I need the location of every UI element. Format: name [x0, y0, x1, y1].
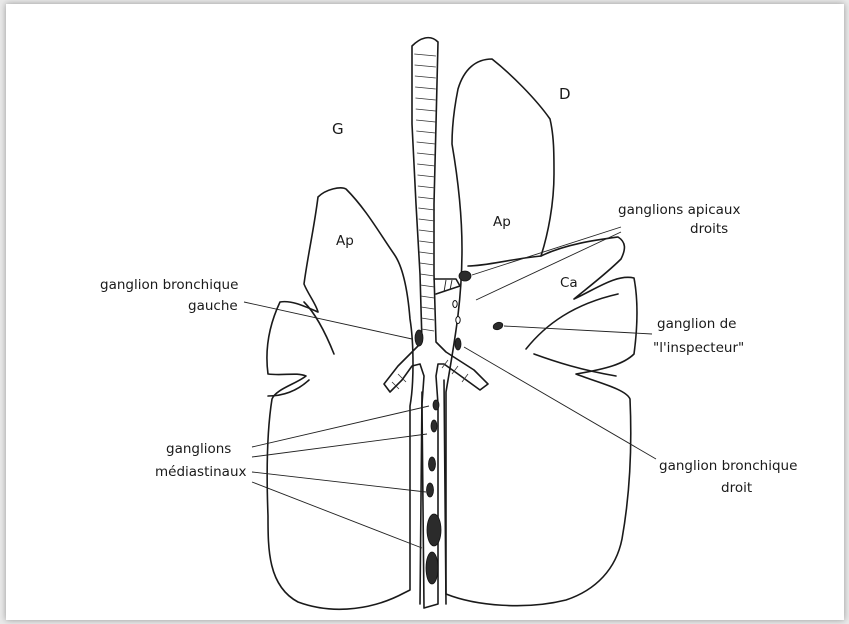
label-apex-right: Ap [493, 214, 511, 230]
label-ganglion-inspecteur-1: ganglion de [657, 316, 736, 332]
node-apical-right [459, 271, 471, 281]
trachea-ring [421, 296, 435, 298]
trachea-ring [418, 197, 435, 199]
left-lower-fissure [268, 380, 309, 396]
trachea-ring [421, 318, 434, 320]
label-ca: Ca [560, 275, 578, 291]
anatomy-diagram: G D Ap Ap Ca ganglions apicaux droits ga… [6, 4, 844, 620]
trachea-ring [417, 153, 435, 155]
trachea-ring [417, 164, 435, 166]
node-small-right-1 [453, 301, 457, 308]
trachea-ring [414, 54, 436, 56]
label-lobe-left: G [332, 120, 344, 138]
trachea-ring [420, 263, 435, 265]
label-ganglions-mediastinaux-1: ganglions [166, 441, 231, 457]
trachea-ring [420, 252, 435, 254]
label-ganglions-mediastinaux-2: médiastinaux [155, 464, 247, 480]
right-lower-fissure [534, 354, 616, 376]
trachea-ring [420, 274, 434, 276]
left-fissure [304, 302, 334, 354]
trachea-ring [416, 131, 435, 133]
label-ganglion-bronchique-gauche-1: ganglion bronchique [100, 277, 238, 293]
node-bronchique-gauche [415, 330, 423, 346]
node-bronchique-droit [455, 338, 461, 350]
node-inspecteur [492, 321, 504, 331]
label-ganglion-inspecteur-2: "l'inspecteur" [653, 340, 744, 356]
label-apex-left: Ap [336, 233, 354, 249]
trachea-ring [418, 208, 435, 210]
trachea-ring [416, 120, 435, 122]
trachea-ring [420, 285, 434, 287]
trachea-ring [422, 329, 435, 331]
trachea-ring [421, 307, 434, 309]
label-ganglions-apicaux-1: ganglions apicaux [618, 202, 740, 218]
trachea-ring [419, 241, 434, 243]
trachea-ring [415, 65, 436, 67]
node-small-right-2 [456, 317, 460, 324]
left-lung-outline [267, 188, 413, 609]
upper-right-bronchus [434, 279, 460, 294]
trachea-ring [417, 142, 436, 144]
mediastinal-strip-left [420, 392, 422, 604]
right-middle-fissure [526, 294, 618, 349]
trachea-ring [419, 219, 435, 221]
label-ganglion-bronchique-droit-1: ganglion bronchique [659, 458, 797, 474]
label-ganglion-bronchique-droit-2: droit [721, 480, 752, 496]
trachea-ring [416, 109, 436, 111]
trachea-ring [419, 230, 435, 232]
trachea-ring [415, 98, 435, 100]
label-lobe-right: D [559, 85, 571, 103]
trachea-ring [415, 87, 436, 89]
trachea-ring [417, 175, 435, 177]
trachea-ring [418, 186, 435, 188]
trachea-ring [415, 76, 436, 78]
label-ganglions-apicaux-2: droits [690, 221, 728, 237]
label-ganglion-bronchique-gauche-2: gauche [188, 298, 238, 314]
figure-page: G D Ap Ap Ca ganglions apicaux droits ga… [6, 4, 844, 620]
